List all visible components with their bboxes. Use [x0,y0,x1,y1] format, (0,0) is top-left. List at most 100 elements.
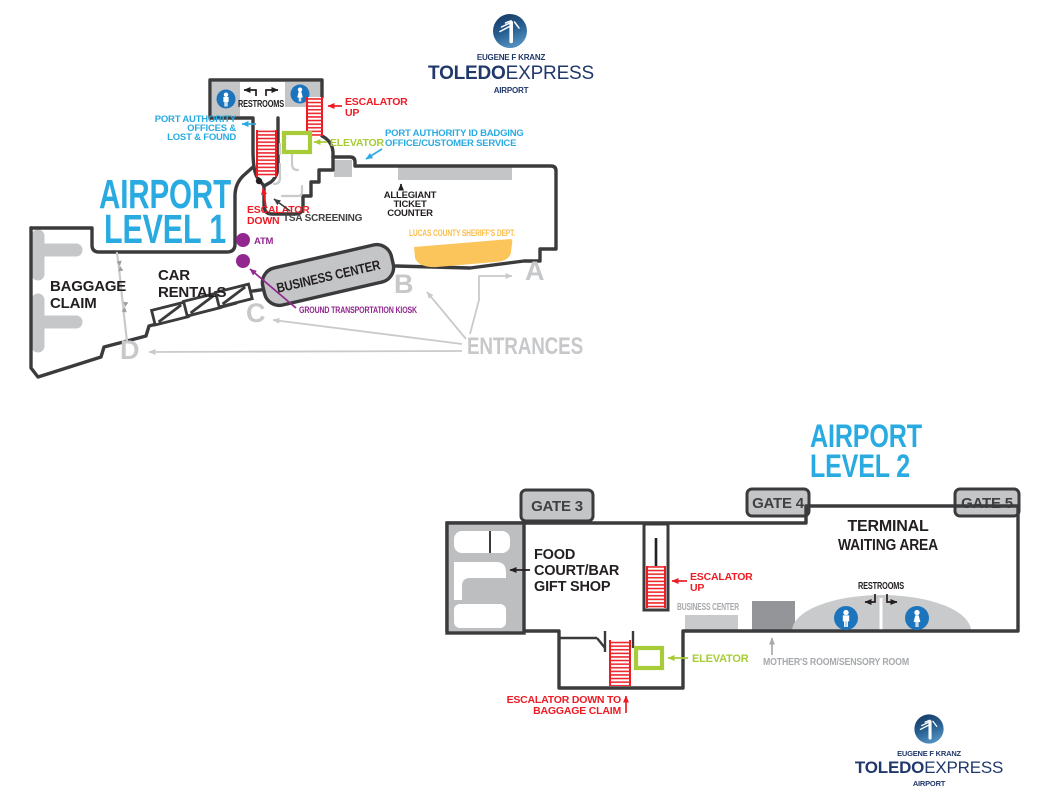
elevator-l1 [281,130,313,155]
baggage-carousels [31,229,83,353]
terminal-waiting-label2: WAITING AREA [838,537,939,554]
entrance-b-line [426,291,467,340]
upper-structure-wall [208,78,324,120]
business-center-l1: BUSINESS CENTER [260,242,396,308]
logo-airport: AIRPORT [494,86,529,95]
ground-transport-callout: GROUND TRANSPORTATION KIOSK [249,268,417,316]
escalator-down-l1 [256,130,277,177]
port-authority-label1: PORT AUTHORITY [155,114,237,125]
id-badging-arrow [365,148,383,160]
entrance-c-line [272,317,463,345]
sheriff-label: LUCAS COUNTY SHERIFF'S DEPT. [409,228,515,239]
terminal-waiting-label1: TERMINAL [847,518,928,535]
logo-eugene-kranz: EUGENE F KRANZ [897,749,961,758]
business-center-l2-label: BUSINESS CENTER [677,602,740,613]
port-authority-label2: OFFICES & [187,123,236,134]
escalator-down-l2 [609,640,631,686]
level2-inner-walls [559,631,635,652]
food-court-label2: COURT/BAR [534,563,620,579]
entrance-a-line [469,273,513,335]
lobby-wall [29,165,255,254]
entrances: A B C D ENTRANCES [120,256,583,365]
logo-brand: TOLEDOEXPRESS [855,758,1003,777]
escalator-down-l2-label2: BAGGAGE CLAIM [533,705,621,717]
elevator-callout-l1: ELEVATOR [313,137,385,149]
elevator-l2 [633,645,665,671]
logo-brand: TOLEDOEXPRESS [428,63,594,84]
logo-eugene-kranz: EUGENE F KRANZ [477,53,546,62]
port-authority-callout: PORT AUTHORITY OFFICES & LOST & FOUND [155,114,256,143]
id-badging-callout: PORT AUTHORITY ID BADGING OFFICE/CUSTOME… [365,128,524,160]
mothers-room-callout: MOTHER'S ROOM/SENSORY ROOM [763,637,910,668]
business-center-area-l2 [685,615,738,631]
restroom-arrow-right-l2 [886,594,898,605]
entrance-d-line [148,348,463,355]
elevator-label-l1: ELEVATOR [330,137,384,149]
gate-4-label: GATE 4 [752,495,805,512]
sheriff-area [414,239,513,268]
level2-title-line2: LEVEL 2 [810,448,910,484]
restrooms-label-l1: RESTROOMS [238,99,284,110]
port-authority-label3: LOST & FOUND [167,132,236,143]
escalator-up-callout-l1: ESCALATOR UP [327,96,408,119]
logo-airport: AIRPORT [913,779,946,788]
ground-transport-label: GROUND TRANSPORTATION KIOSK [299,305,417,316]
escalator-up-l2-label1: ESCALATOR [690,571,753,583]
logo-bottom: EUGENE F KRANZ TOLEDOEXPRESS AIRPORT [855,712,1003,788]
id-badging-area [334,160,352,177]
escalator-down-arrow [261,187,267,208]
mothers-room-label: MOTHER'S ROOM/SENSORY ROOM [763,656,909,668]
atm-label: ATM [254,236,274,247]
baggage-claim-label1: BAGGAGE [50,278,126,295]
entrance-c: C [246,298,265,328]
elevator-callout-l2: ELEVATOR [667,653,749,665]
food-court-label1: FOOD [534,547,575,563]
gate-3-label: GATE 3 [531,498,583,515]
escalator-down-label1: ESCALATOR [247,204,310,216]
tsa-enclosure-wall [262,155,335,216]
gate-5-label: GATE 5 [961,495,1013,512]
door-marker [121,301,129,313]
restrooms-label-l2: RESTROOMS [858,581,904,592]
food-court [445,521,526,635]
entrance-d: D [120,335,139,365]
tsa-callout: TSA SCREENING [273,198,363,224]
entrances-label: ENTRANCES [467,333,583,360]
logo-top: EUGENE F KRANZ TOLEDOEXPRESS AIRPORT [428,12,594,95]
escalator-up-label: ESCALATOR [345,96,408,108]
food-court-label3: GIFT SHOP [534,579,611,595]
id-badging-label1: PORT AUTHORITY ID BADGING [385,128,524,139]
allegiant-callout: ALLEGIANT TICKET COUNTER [384,183,437,219]
tsa-arrow [273,198,291,212]
allegiant-counter-area [398,167,512,180]
level2-title-line1: AIRPORT [810,418,923,454]
escalator-down-callout-l2: ESCALATOR DOWN TO BAGGAGE CLAIM [507,694,629,717]
escalator-up-callout-l2: ESCALATOR UP [671,571,753,594]
escalator-up-label2: UP [345,107,359,119]
restroom-arrow-right [265,87,279,96]
toledo-express-roundel-icon [491,12,529,50]
ground-transport-arrow [249,268,297,309]
car-rentals-label1: CAR [158,267,190,284]
tsa-label: TSA SCREENING [283,213,363,224]
mothers-room-area [752,601,795,631]
allegiant-label2: TICKET [393,199,427,210]
escalator-up-l2-label2: UP [690,582,704,594]
level2-map: AIRPORT LEVEL 2 GATE 3 GATE 4 GATE 5 [445,418,1021,717]
escalator-down-l2-label1: ESCALATOR DOWN TO [507,694,621,706]
restroom-arrow-left [243,87,257,96]
escalator-down-callout-l1: ESCALATOR DOWN [247,187,310,227]
restroom-arrow-left-l2 [864,594,876,605]
elevator-l2-label: ELEVATOR [692,653,749,665]
level2-floor [447,506,1018,688]
allegiant-label3: COUNTER [387,208,433,219]
gate-tabs: GATE 3 GATE 4 GATE 5 [519,487,1021,523]
car-rentals-label2: RENTALS [158,284,227,301]
door-marker [116,260,124,272]
escalator-up-l1 [306,97,323,136]
entrance-b: B [394,269,413,299]
level1-map: BUSINESS CENTER LUCAS COUNTY SHERIFF'S D… [29,78,583,379]
atm-location-dot [236,233,250,247]
